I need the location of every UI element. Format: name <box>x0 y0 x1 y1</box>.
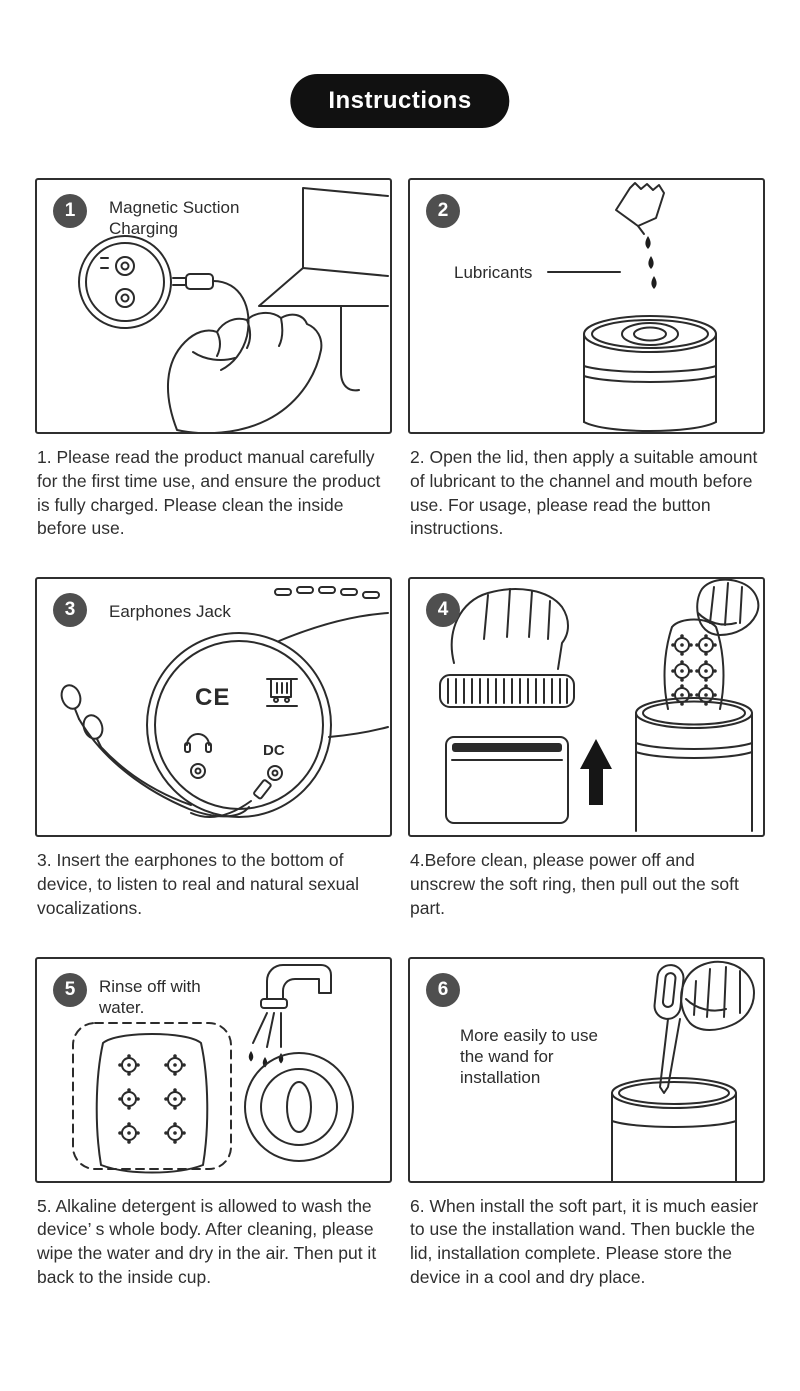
cup-body <box>445 736 569 825</box>
step-2: 2 Lubricants <box>408 178 765 541</box>
hand-outline <box>680 960 755 1031</box>
step-3: 3 Earphones Jack <box>35 577 392 920</box>
device-bottom <box>146 632 332 819</box>
step-1-caption: 1. Please read the product manual carefu… <box>37 447 381 539</box>
soft-sleeve <box>663 618 725 711</box>
step-6-panel: 6 More easily to use the wand for instal… <box>408 956 765 1183</box>
step-3-caption: 3. Insert the earphones to the bottom of… <box>37 850 359 918</box>
earbud-icon <box>60 684 82 710</box>
ce-mark: CE <box>195 684 230 711</box>
panel-grid: 1 Magnetic Suction Charging <box>35 178 765 1326</box>
step-2-panel: 2 Lubricants <box>408 178 765 434</box>
step-1-label: Magnetic Suction Charging <box>109 198 240 239</box>
entry-ring <box>244 1051 354 1162</box>
step-4-caption: 4.Before clean, please power off and uns… <box>410 850 739 918</box>
step-5-badge: 5 <box>53 972 87 1007</box>
up-arrow-icon <box>580 739 612 806</box>
step-3-panel: 3 Earphones Jack <box>35 577 392 838</box>
earbud-icon <box>82 714 104 740</box>
step-4-panel: 4 <box>408 577 765 838</box>
step-5-caption: 5. Alkaline detergent is allowed to wash… <box>37 1195 377 1287</box>
step-2-badge: 2 <box>426 194 460 228</box>
lubricant-sachet-icon <box>615 182 665 227</box>
step-5: 5 Rinse off with water. <box>35 956 392 1290</box>
page-title: Instructions <box>290 74 510 128</box>
weee-icon <box>266 678 298 708</box>
drop-icon <box>645 236 651 249</box>
step-2-caption: 2. Open the lid, then apply a suitable a… <box>410 447 758 539</box>
step-4-badge: 4 <box>426 593 460 628</box>
step-1-panel: 1 Magnetic Suction Charging <box>35 178 392 434</box>
hand-outline <box>167 312 323 432</box>
headphone-jack-icon <box>184 733 212 780</box>
dc-port <box>267 765 283 782</box>
drop-icon <box>648 256 654 269</box>
lubricant-illustration <box>547 182 717 432</box>
step-3-label: Earphones Jack <box>109 602 231 622</box>
device-end <box>78 235 172 329</box>
soft-ring <box>439 674 575 709</box>
step-2-label: Lubricants <box>454 263 533 282</box>
page-title-text: Instructions <box>328 87 472 114</box>
step-6-badge: 6 <box>426 972 460 1007</box>
device-shell <box>635 697 753 730</box>
charging-plug-icon <box>185 273 214 290</box>
disassembly-illustration <box>439 579 760 833</box>
rinse-illustration <box>72 963 354 1174</box>
installation-wand-icon <box>653 963 685 1094</box>
step-6: 6 More easily to use the wand for instal… <box>408 956 765 1290</box>
hand-outline <box>696 579 760 637</box>
step-6-label: More easily to use the wand for installa… <box>460 1025 598 1088</box>
step-4: 4 <box>408 577 765 920</box>
cup-rim <box>583 315 717 353</box>
drop-icon <box>651 276 657 289</box>
step-1-badge: 1 <box>53 194 87 228</box>
faucet-icon <box>266 963 332 1000</box>
laptop-cable <box>340 305 360 392</box>
step-5-label: Rinse off with water. <box>99 976 201 1017</box>
step-5-panel: 5 Rinse off with water. <box>35 956 392 1183</box>
device-shell <box>611 1076 737 1109</box>
step-6-caption: 6. When install the soft part, it is muc… <box>410 1195 759 1287</box>
soft-sleeve <box>95 1032 209 1174</box>
audio-plug-icon <box>253 779 272 800</box>
step-1: 1 Magnetic Suction Charging <box>35 178 392 541</box>
dc-label: DC <box>263 742 285 759</box>
water-spray <box>252 1011 282 1048</box>
hand-outline <box>450 588 569 671</box>
inner-cup-outline <box>72 1021 232 1170</box>
step-3-badge: 3 <box>53 593 87 628</box>
